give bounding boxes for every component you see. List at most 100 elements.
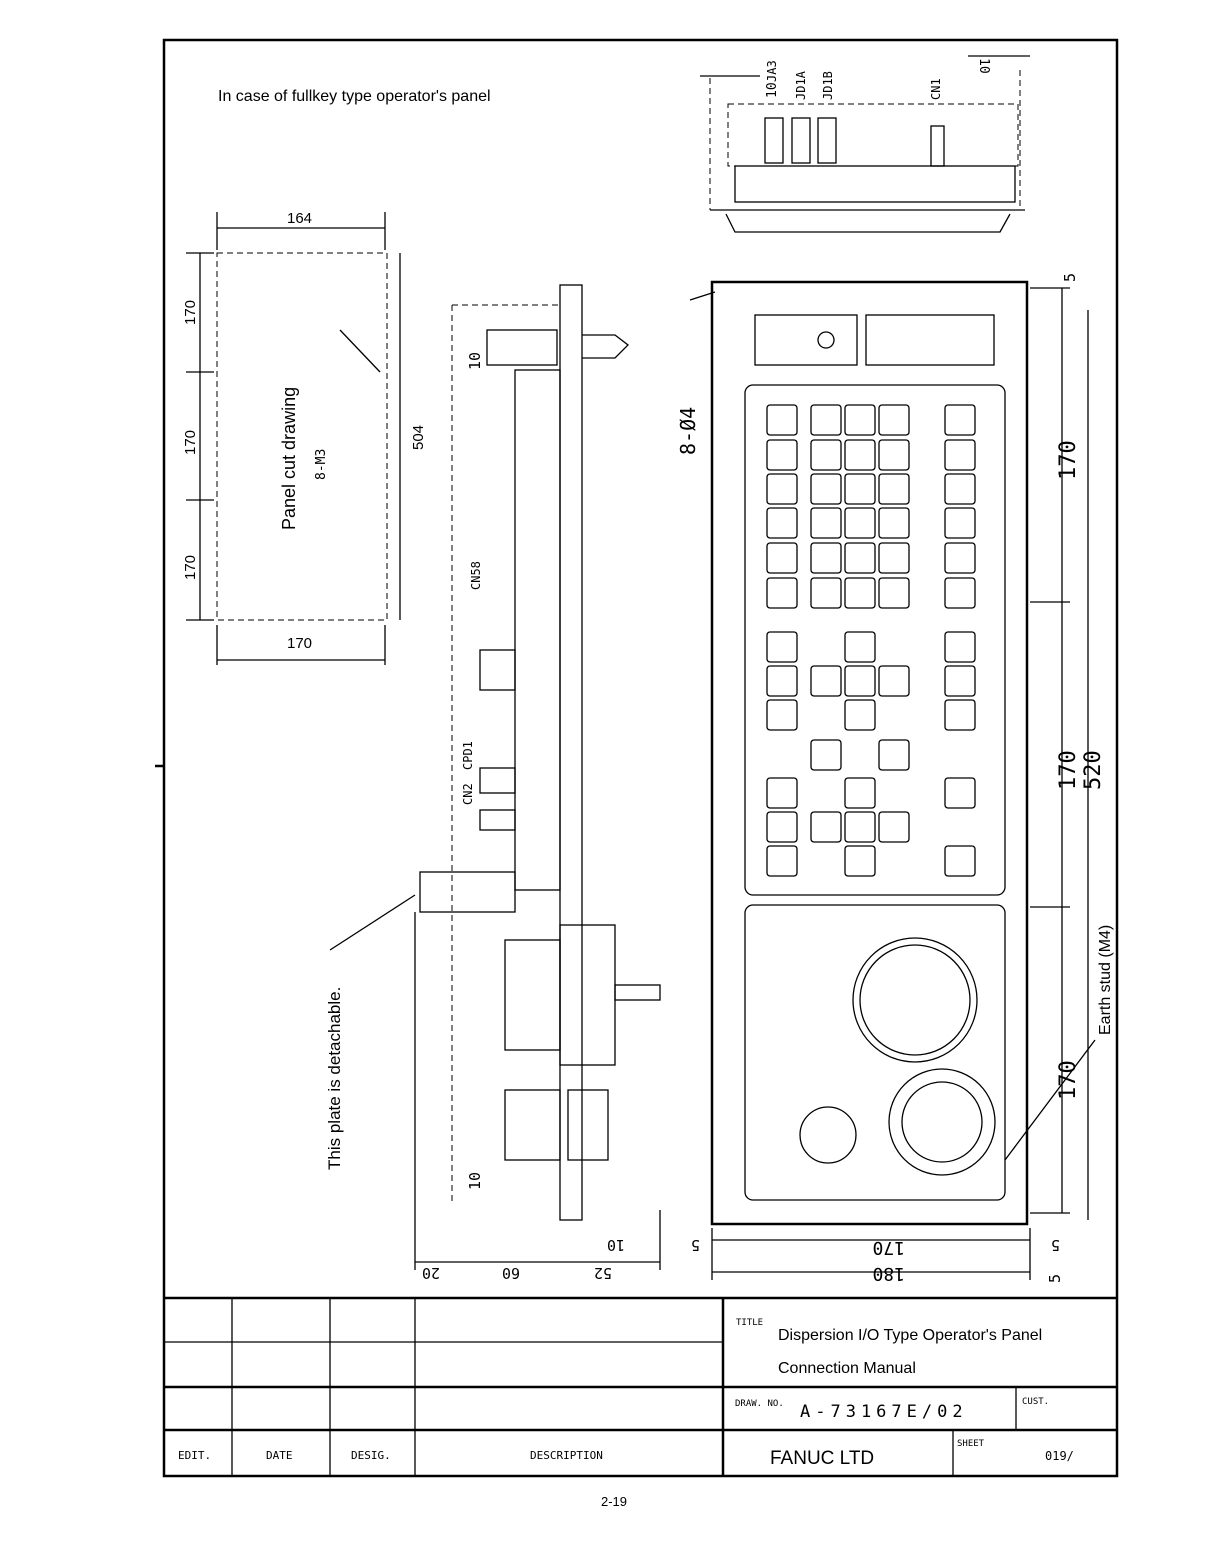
panel-key [878, 577, 910, 609]
title-line-2: Connection Manual [778, 1360, 916, 1377]
sheet-label: SHEET [957, 1439, 985, 1449]
panel-key [766, 665, 798, 697]
panel-key [944, 473, 976, 505]
panel-key [844, 699, 876, 731]
sheet-border [162, 38, 1119, 1478]
dim-520: 520 [1081, 750, 1106, 790]
panel-key [810, 739, 842, 771]
dim-180: 180 [872, 1263, 905, 1284]
col-date: DATE [266, 1449, 293, 1462]
sheet-number: 019/ [1045, 1449, 1074, 1463]
earth-stud-label: Earth stud (M4) [1097, 925, 1114, 1035]
connector-top-view: JA3 JD1A JD1B CN1 10 10 [700, 55, 1030, 233]
screw-8-m3: 8-M3 [314, 449, 329, 480]
panel-key [878, 507, 910, 539]
panel-key [844, 473, 876, 505]
panel-cut-title: Panel cut drawing [279, 387, 299, 530]
col-edit: EDIT. [178, 1449, 211, 1462]
dim-10-side: 10 [607, 1236, 625, 1254]
panel-key [944, 439, 976, 471]
panel-key [944, 777, 976, 809]
panel-key [766, 631, 798, 663]
panel-key [844, 631, 876, 663]
panel-key [878, 473, 910, 505]
panel-key [844, 439, 876, 471]
dim-170-2: 170 [1056, 750, 1081, 790]
panel-key [810, 507, 842, 539]
panel-key [878, 665, 910, 697]
dim-right-10: 10 [976, 58, 991, 74]
dim-ja3-10: 10 [765, 82, 780, 98]
dim-164: 164 [287, 210, 312, 227]
panel-key [766, 699, 798, 731]
company-name: FANUC LTD [770, 1448, 874, 1469]
label-cn2: CN2 [461, 783, 475, 805]
drawing-heading: In case of fullkey type operator's panel [218, 88, 491, 105]
title-line-1: Dispersion I/O Type Operator's Panel [778, 1327, 1042, 1344]
label-ja3: JA3 [765, 60, 779, 82]
panel-key [844, 665, 876, 697]
panel-key [944, 542, 976, 574]
detachable-plate-note: This plate is detachable. [325, 987, 344, 1170]
panel-cut-drawing: 164 170 504 170 170 170 Panel cut drawin… [182, 210, 427, 665]
dim-side-10-top: 10 [466, 352, 484, 370]
panel-key [766, 777, 798, 809]
panel-key [810, 542, 842, 574]
label-cn58: CN58 [469, 561, 483, 590]
panel-key [878, 739, 910, 771]
panel-key [944, 631, 976, 663]
panel-key [766, 811, 798, 843]
panel-key [844, 404, 876, 436]
panel-key [878, 439, 910, 471]
panel-key [944, 699, 976, 731]
panel-key [810, 811, 842, 843]
drawing-no: A-73167E/02 [800, 1402, 968, 1422]
panel-key [878, 811, 910, 843]
panel-key [878, 404, 910, 436]
panel-key [766, 507, 798, 539]
dim-170-width: 170 [872, 1237, 905, 1258]
panel-key [944, 845, 976, 877]
panel-key [878, 542, 910, 574]
panel-key [944, 404, 976, 436]
panel-key [810, 473, 842, 505]
front-view: 8-Ø4 5 170 520 170 170 5 Earth stud (M4)… [676, 273, 1114, 1284]
panel-key [844, 811, 876, 843]
label-jd1b: JD1B [821, 71, 835, 100]
dim-504: 504 [410, 425, 427, 450]
holes-8-dia4: 8-Ø4 [676, 407, 700, 455]
panel-key [810, 439, 842, 471]
col-desig: DESIG. [351, 1449, 391, 1462]
title-label: TITLE [736, 1318, 763, 1328]
panel-key [944, 577, 976, 609]
dim-side-10-bottom: 10 [466, 1172, 484, 1190]
panel-key [766, 439, 798, 471]
panel-key [944, 507, 976, 539]
dim-20: 20 [422, 1264, 440, 1282]
panel-key [844, 845, 876, 877]
panel-key [766, 542, 798, 574]
cust-label: CUST. [1022, 1397, 1049, 1407]
panel-key [844, 507, 876, 539]
dim-170-b: 170 [182, 430, 199, 455]
label-cn1: CN1 [929, 78, 943, 100]
dim-5-right: 5 [1051, 1236, 1060, 1254]
panel-key [766, 577, 798, 609]
dim-60: 60 [502, 1264, 520, 1282]
panel-key [844, 577, 876, 609]
dim-5-bottom: 5 [1046, 1274, 1064, 1283]
panel-key [844, 542, 876, 574]
title-block [164, 1296, 1117, 1476]
dim-170-a: 170 [182, 300, 199, 325]
dim-5-top: 5 [1061, 273, 1079, 282]
dim-5-left: 5 [691, 1236, 700, 1254]
panel-key [844, 777, 876, 809]
panel-key [944, 665, 976, 697]
panel-key [810, 577, 842, 609]
panel-key [810, 404, 842, 436]
label-cpd1: CPD1 [461, 741, 475, 770]
panel-key [766, 404, 798, 436]
dim-52: 52 [594, 1264, 612, 1282]
panel-key [766, 473, 798, 505]
dim-170-c: 170 [182, 555, 199, 580]
